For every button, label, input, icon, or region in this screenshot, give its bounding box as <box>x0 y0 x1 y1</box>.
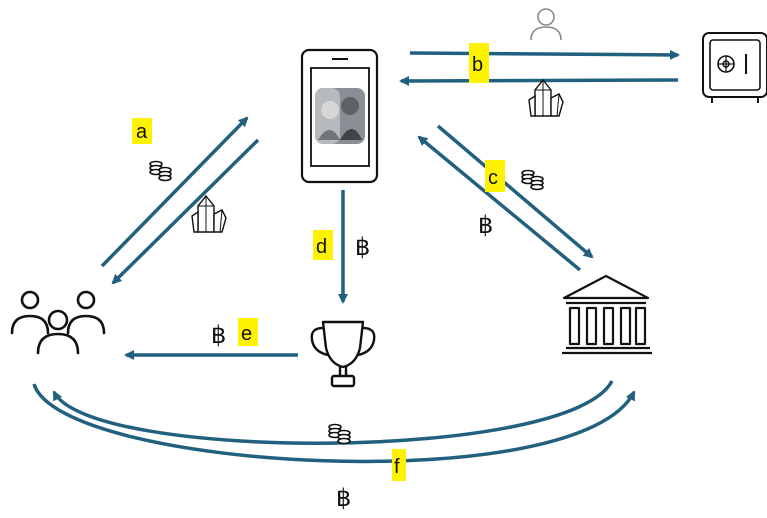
baht-symbol-c: ฿ <box>478 211 493 239</box>
safe-icon <box>702 32 767 103</box>
label-a: a <box>132 118 152 144</box>
label-f: f <box>392 449 406 481</box>
arrow-phone-to-vault <box>409 49 680 60</box>
arrow-exchange-to-players <box>52 380 614 445</box>
svg-text:a: a <box>136 121 148 143</box>
svg-text:b: b <box>472 54 483 76</box>
arrow-vault-to-phone <box>399 75 679 86</box>
arrow-players-to-phone <box>100 116 249 268</box>
baht-symbol-d: ฿ <box>355 233 370 261</box>
game-thumbnail <box>315 88 365 144</box>
arrow-players-to-exchange <box>32 383 636 464</box>
arrow-phone-to-exchange <box>436 124 594 259</box>
svg-text:e: e <box>241 323 252 345</box>
label-c: c <box>485 160 505 192</box>
coins-icon <box>521 169 544 191</box>
bank-icon <box>562 274 652 355</box>
svg-text:f: f <box>394 456 400 478</box>
baht-symbol-e: ฿ <box>211 321 226 349</box>
person-icon <box>530 8 562 41</box>
label-e: e <box>238 318 258 346</box>
smartphone-icon <box>300 48 379 184</box>
arrow-exchange-to-phone <box>417 135 582 272</box>
svg-text:c: c <box>488 167 498 189</box>
coins-icon <box>149 160 172 182</box>
crystal-icon <box>528 79 564 117</box>
baht-symbol-f: ฿ <box>336 484 351 512</box>
people-group-icon <box>10 290 106 355</box>
label-d: d <box>313 230 333 260</box>
coins-icon <box>328 423 351 445</box>
arrow-phone-to-players <box>111 138 260 285</box>
svg-text:d: d <box>316 236 327 258</box>
label-b: b <box>469 43 489 83</box>
trophy-icon <box>310 320 376 388</box>
